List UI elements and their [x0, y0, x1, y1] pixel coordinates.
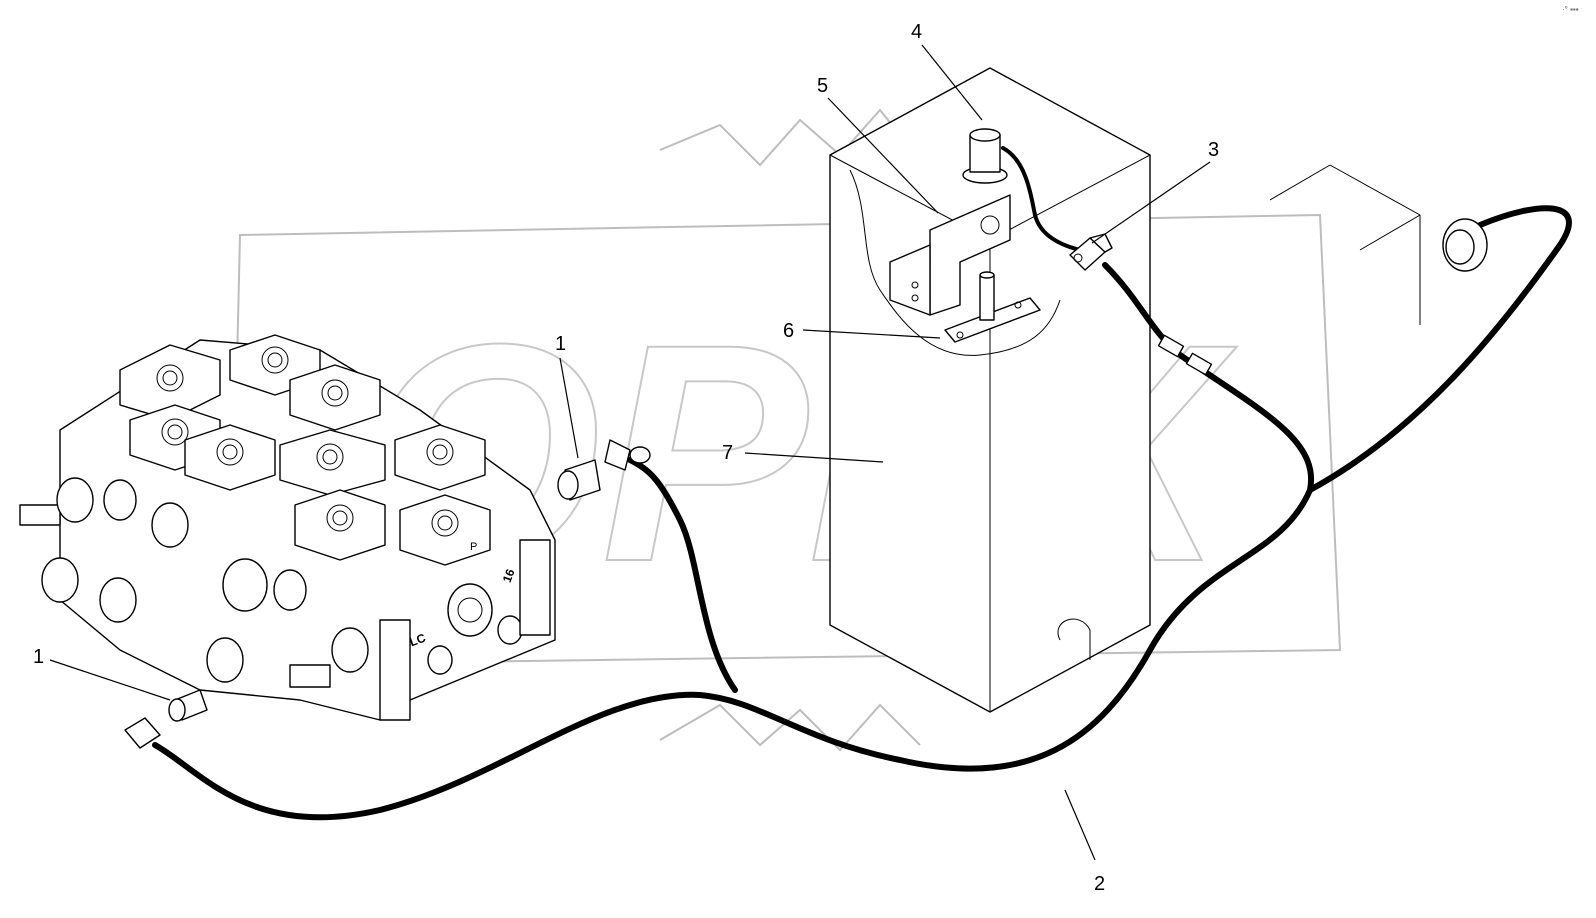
control-valve-block: P 16 LC	[19, 334, 556, 721]
callout-1b: 1	[33, 646, 44, 668]
callouts: 1 1 2 3 4 5 6 7	[33, 21, 1219, 895]
valve-ports	[156, 346, 459, 537]
callout-6: 6	[783, 320, 794, 342]
callout-5: 5	[817, 75, 828, 97]
callout-7: 7	[722, 442, 733, 464]
harness-plug-mid	[604, 439, 651, 471]
valve-port-blocks	[119, 334, 491, 566]
callout-1a: 1	[555, 333, 566, 355]
pressure-switch-1a	[557, 459, 601, 501]
hydraulic-tank	[829, 67, 1151, 713]
mounting-bracket	[889, 194, 1011, 316]
valve-mark-lc: LC	[408, 631, 428, 650]
level-sensor	[962, 128, 1082, 252]
corner-mark: ·° ▪▪▪	[1562, 5, 1579, 14]
valve-mark-16: 16	[500, 567, 518, 585]
valve-mark-p: P	[470, 541, 477, 553]
callout-3: 3	[1208, 139, 1219, 161]
mounting-plate	[944, 271, 1041, 343]
harness-end-plug-right	[1269, 164, 1488, 325]
harness-plug-left	[124, 717, 161, 749]
pressure-switch-1b	[168, 689, 208, 722]
valve-spools	[19, 477, 551, 721]
connector-3	[1069, 233, 1113, 271]
wiring-harness	[152, 205, 1572, 821]
callout-2: 2	[1094, 873, 1105, 895]
leader-lines	[49, 44, 1211, 861]
callout-4: 4	[911, 21, 922, 43]
